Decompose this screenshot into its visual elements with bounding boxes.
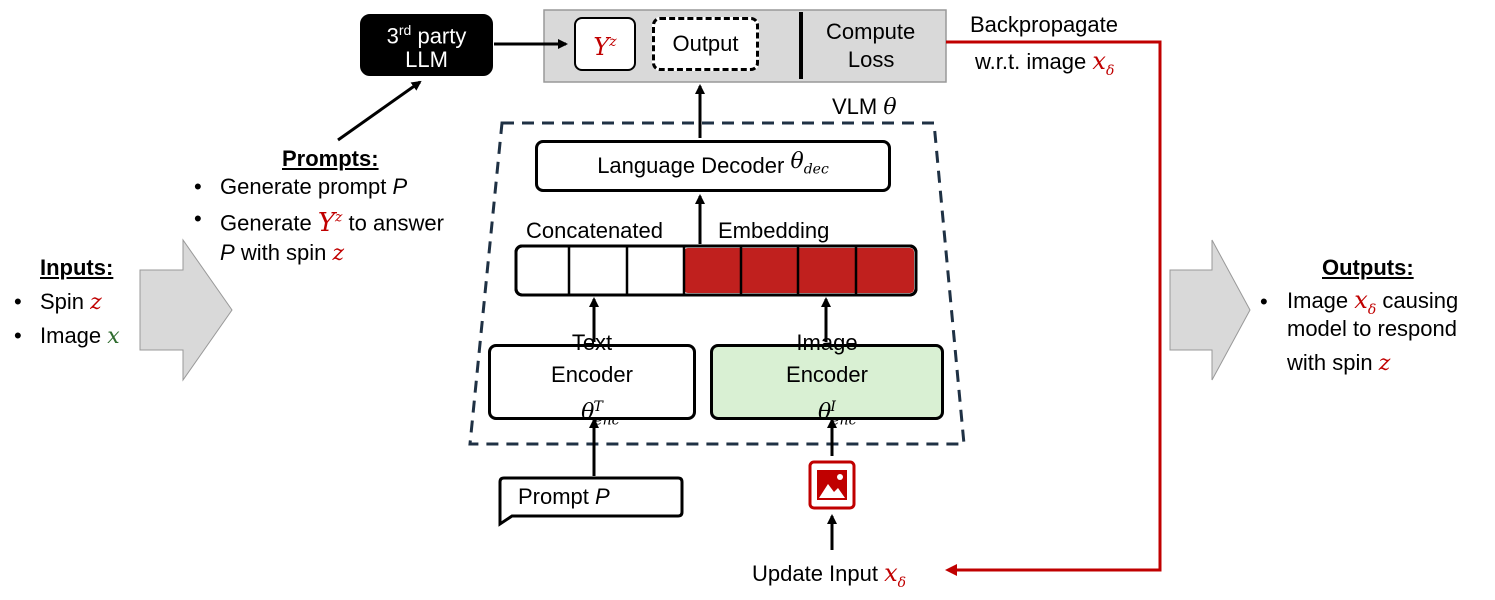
- vlm-label: VLM θ: [832, 94, 897, 120]
- third-party-llm-box: 3rd party LLM: [360, 14, 493, 76]
- prompt-bubble-text: Prompt P: [518, 484, 610, 509]
- prompts-heading: Prompts:: [282, 146, 379, 171]
- output-block-arrow: [1169, 239, 1251, 381]
- compute-loss-label: Compute Loss: [826, 19, 916, 72]
- input-block-arrow: [139, 238, 233, 382]
- yz-box: Yz: [574, 17, 636, 71]
- inputs-item-image: Image x: [40, 323, 120, 349]
- prompts-line-3: P with spin z: [220, 240, 345, 266]
- backprop-line-2: w.r.t. image xδ: [975, 47, 1115, 79]
- output-box: Output: [652, 17, 759, 71]
- inputs-bullet-1: •: [14, 289, 22, 314]
- vlm-boundary: [468, 121, 966, 446]
- inputs-bullet-2: •: [14, 323, 22, 348]
- backprop-line-1: Backpropagate: [970, 12, 1118, 37]
- prompts-line-1: Generate prompt P: [220, 174, 408, 199]
- text-encoder-box: Text Encoder θencT: [488, 330, 696, 429]
- image-icon: [808, 460, 856, 510]
- inputs-heading: Inputs:: [40, 255, 114, 280]
- outputs-heading: Outputs:: [1322, 255, 1414, 280]
- language-decoder-box: Language Decoder θdec: [535, 140, 891, 192]
- prompts-bullet-1: •: [194, 174, 202, 199]
- outputs-line-1: Image xδ causing: [1287, 286, 1459, 318]
- prompt-bubble-shape: [498, 476, 684, 527]
- outputs-bullet: •: [1260, 289, 1268, 314]
- backprop-path: [945, 40, 1162, 576]
- prompts-bullet-2: •: [194, 206, 202, 231]
- inputs-item-spin: Spin z: [40, 289, 102, 315]
- update-input-label: Update Input xδ: [752, 559, 907, 591]
- embedding-label: Embedding: [718, 218, 830, 243]
- prompts-line-2: Generate Yz to answer: [220, 207, 444, 238]
- image-encoder-box: Image Encoder θencI: [710, 330, 944, 429]
- outputs-line-2: model to respond: [1287, 316, 1457, 341]
- outputs-line-3: with spin z: [1287, 350, 1391, 376]
- concat-label: Concatenated: [526, 218, 663, 243]
